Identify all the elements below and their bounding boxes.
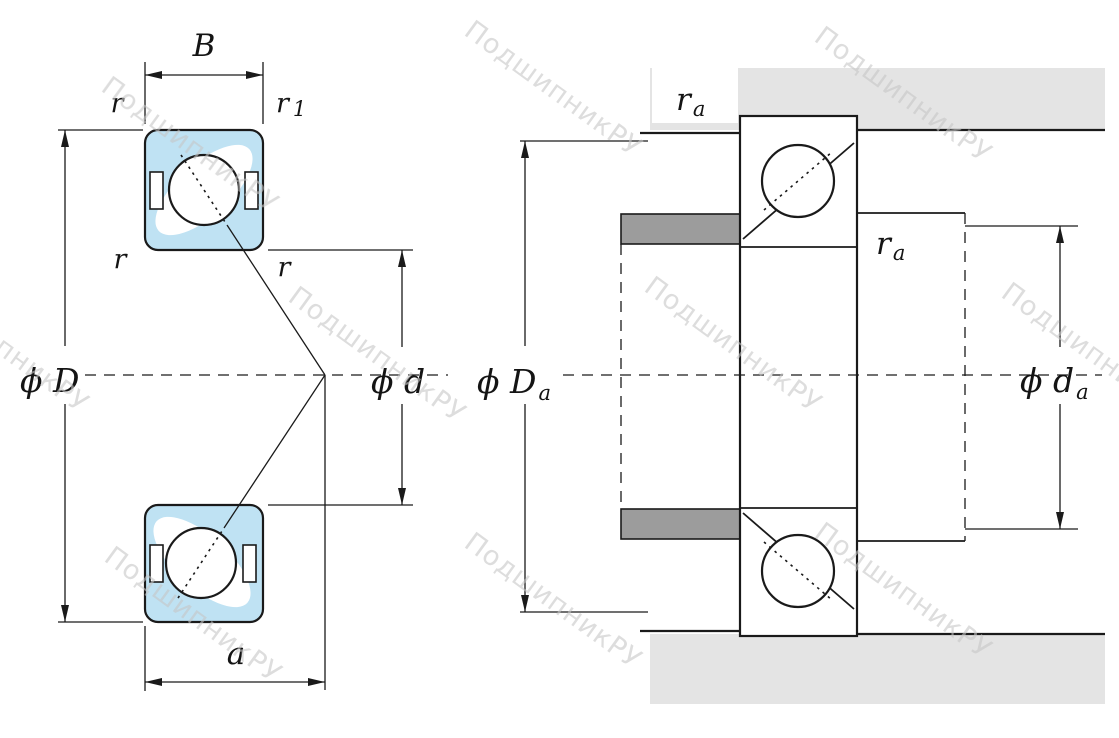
- watermarks: ПодшипникРУ ПодшипникРУ ПодшипникРУ Подш…: [0, 15, 1119, 690]
- ball-bottom-left-view: [164, 526, 238, 600]
- cage-left-bottom: [149, 544, 164, 583]
- watermark: ПодшипникРУ: [459, 527, 648, 676]
- dimension-shaft-abutment-diameter: ϕ da: [965, 225, 1089, 530]
- label-r-mid-left: r: [114, 244, 129, 275]
- label-r-top-left: r: [111, 88, 126, 119]
- contact-axis-dotted-top-right: [763, 151, 833, 211]
- label-phi-D: ϕ D: [20, 361, 79, 400]
- label-ra-shaft: ra: [876, 226, 905, 265]
- watermark: ПодшипникРУ: [996, 277, 1119, 426]
- label-a: a: [227, 636, 245, 672]
- ball-top-right-view: [760, 143, 836, 219]
- cage-right-top: [244, 171, 259, 210]
- contact-line-top: [226, 224, 326, 376]
- watermark: ПодшипникРУ: [283, 281, 472, 430]
- dimension-outer-diameter-D: ϕ D: [20, 129, 143, 623]
- housing-fillet-label-notch: [652, 66, 738, 123]
- label-r-mid-right: r: [278, 252, 293, 283]
- label-phi-d: ϕ d: [371, 362, 425, 401]
- contact-axis-dotted-bottom-right: [763, 541, 833, 601]
- cage-left-top: [149, 171, 164, 210]
- label-phi-da: ϕ da: [1020, 361, 1089, 404]
- watermark: ПодшипникРУ: [0, 271, 94, 420]
- label-B: B: [192, 28, 216, 64]
- dimension-housing-abutment-diameter: ϕ Da: [477, 140, 648, 613]
- cage-right-bottom: [242, 544, 257, 583]
- dimension-width-B: B: [144, 28, 264, 124]
- right-view-mounting: ϕ Da ϕ da ra ra: [477, 66, 1105, 704]
- ball-top-left-view: [167, 153, 241, 227]
- contact-line-bottom: [223, 374, 326, 529]
- ball-bottom-right-view: [760, 533, 836, 609]
- dimension-pressure-center-a: a: [144, 626, 325, 691]
- housing-block-bottom: [650, 634, 1105, 704]
- shaft-shoulder-top: [620, 213, 741, 245]
- shaft-shoulder-bottom: [620, 508, 741, 540]
- label-ra-housing: ra: [676, 82, 705, 121]
- label-phi-Da: ϕ Da: [477, 362, 551, 405]
- dimension-bore-diameter-d: ϕ d: [268, 249, 425, 506]
